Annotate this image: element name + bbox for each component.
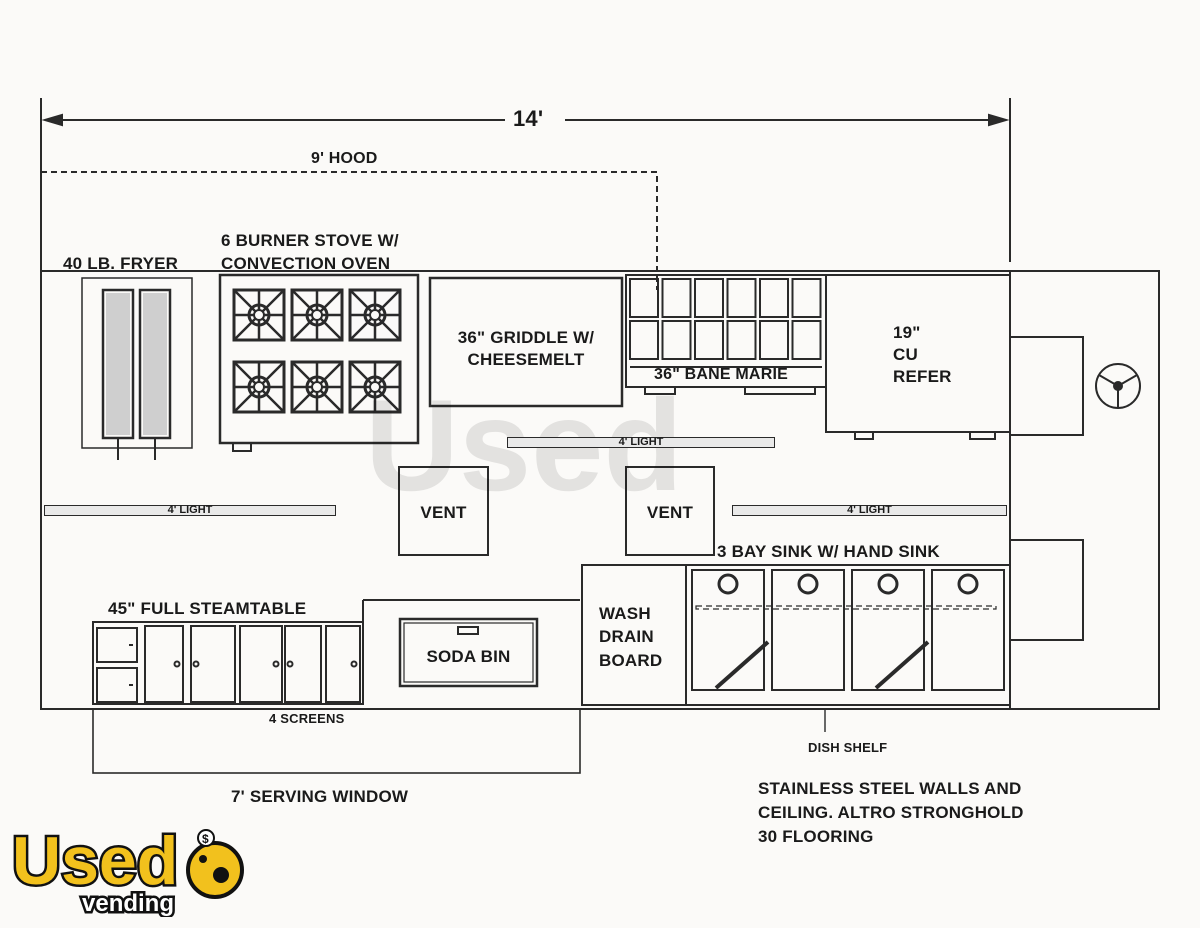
serving-window-label: 7' SERVING WINDOW <box>231 787 409 806</box>
wash-label-line1: WASH <box>599 604 651 623</box>
notes-line2: CEILING. ALTRO STRONGHOLD <box>758 803 1024 822</box>
logo-sub-text: vending <box>82 890 174 917</box>
drawer <box>96 667 138 703</box>
light-right: 4' LIGHT <box>732 504 1007 516</box>
bane-marie-wells <box>629 278 822 360</box>
sink-bay <box>771 569 845 691</box>
fryer-unit <box>81 277 193 449</box>
hood-line <box>41 171 658 290</box>
notes-line1: STAINLESS STEEL WALLS AND <box>758 779 1022 798</box>
cab-seat-top <box>1009 336 1084 436</box>
overall-dimension-label: 14' <box>513 106 544 131</box>
bane-marie-well <box>759 320 789 360</box>
refer-outline <box>825 274 1011 433</box>
light-right-label: 4' LIGHT <box>847 504 892 516</box>
cabinet-door <box>144 625 184 703</box>
stove-label-line2: CONVECTION OVEN <box>221 254 391 273</box>
logo-word-text: Used <box>12 823 178 899</box>
screens-label: 4 SCREENS <box>269 711 345 726</box>
logo-coin-symbol: $ <box>202 832 209 846</box>
bane-marie-well <box>629 320 659 360</box>
logo-pig-eye-icon <box>199 855 207 863</box>
light-left-label: 4' LIGHT <box>167 504 213 516</box>
bane-marie-well <box>791 320 822 360</box>
hood-label: 9' HOOD <box>311 150 378 167</box>
steamtable-label: 45" FULL STEAMTABLE <box>108 599 307 618</box>
burner-icon <box>290 360 344 414</box>
burner-icon <box>232 360 286 414</box>
bane-marie-label: 36" BANE MARIE <box>654 366 788 383</box>
vent-right-outline <box>625 466 715 556</box>
soda-bin-label: SODA BIN <box>426 647 511 666</box>
cabinet-door <box>190 625 236 703</box>
griddle-outline <box>428 276 624 408</box>
steamtable-doors <box>96 625 361 703</box>
sink-bay <box>851 569 930 691</box>
arrow-right <box>988 113 1010 127</box>
sink-label: 3 BAY SINK W/ HAND SINK <box>717 542 940 561</box>
logo-coin-icon <box>197 829 215 847</box>
wash-label-line3: BOARD <box>599 651 663 670</box>
bane-marie-well <box>726 278 757 318</box>
wash-label-line2: DRAIN <box>599 627 654 646</box>
stove-outline <box>218 273 420 445</box>
burner-icon <box>290 288 344 342</box>
dish-shelf-label: DISH SHELF <box>808 740 888 755</box>
stove-label-line1: 6 BURNER STOVE W/ <box>221 231 399 250</box>
bane-marie-well <box>759 278 789 318</box>
sink-bay <box>691 569 770 691</box>
cabinet-door <box>325 625 361 703</box>
logo-pig-snout-icon <box>213 867 229 883</box>
cab-seat-bottom <box>1009 539 1084 641</box>
burner-icon <box>348 288 402 342</box>
bane-marie-well <box>694 320 724 360</box>
sink-bay <box>931 569 1005 691</box>
cabinet-door <box>239 625 283 703</box>
drawer <box>96 627 138 663</box>
fryer-label: 40 LB. FRYER <box>63 254 179 273</box>
vent-left-outline <box>398 466 489 556</box>
refer-label-line3: REFER <box>893 367 952 386</box>
bane-marie-well <box>629 278 659 318</box>
light-left: 4' LIGHT <box>44 504 336 516</box>
stove-burners <box>232 288 402 414</box>
used-vending-logo: Used $ vending <box>10 822 244 917</box>
light-center-label: 4' LIGHT <box>618 436 664 448</box>
truck-body-outline <box>40 270 1160 710</box>
burner-icon <box>232 288 286 342</box>
serving-window-outline <box>92 708 581 774</box>
burner-icon <box>348 360 402 414</box>
vent-left-label: VENT <box>420 503 467 522</box>
refer-label-line1: 19" <box>893 323 921 342</box>
sink-bays <box>691 569 1005 691</box>
griddle-label-line1: 36" GRIDDLE W/ <box>457 328 595 347</box>
vent-right-label: VENT <box>646 503 694 522</box>
cabinet-door <box>284 625 322 703</box>
bane-marie-well <box>726 320 757 360</box>
refer-label-line2: CU <box>893 345 918 364</box>
soda-bin-outline <box>398 617 539 688</box>
notes-line3: 30 FLOORING <box>758 827 874 846</box>
arrow-left <box>41 113 63 127</box>
bane-marie-well <box>661 278 692 318</box>
bane-marie-well <box>661 320 692 360</box>
bane-marie-well <box>694 278 724 318</box>
bane-marie-well <box>791 278 822 318</box>
griddle-label-line2: CHEESEMELT <box>467 350 585 369</box>
light-center: 4' LIGHT <box>507 436 775 448</box>
sink-outline <box>685 564 1011 706</box>
